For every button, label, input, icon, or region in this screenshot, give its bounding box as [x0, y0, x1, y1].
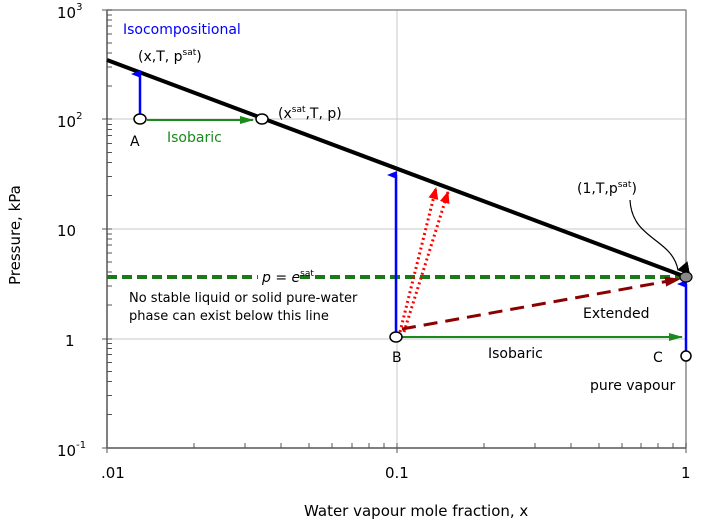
label-isobaric-bottom: Isobaric — [488, 346, 543, 362]
x-axis-label: Water vapour mole fraction, x — [304, 502, 528, 520]
y-tick-1000: 103 — [57, 2, 82, 22]
label-extended: Extended — [583, 306, 650, 322]
point-b — [389, 331, 403, 343]
x-tick-0-1: 0.1 — [385, 464, 409, 482]
label-pure-vapour: pure vapour — [590, 378, 675, 394]
x-tick-0-01: .01 — [101, 464, 125, 482]
point-saturated-pure — [679, 271, 693, 283]
saturation-line — [106, 58, 687, 279]
y-tick-1: 1 — [65, 332, 75, 350]
label-note-line-1: No stable liquid or solid pure-water — [129, 291, 358, 306]
point-c — [680, 350, 692, 362]
y-axis-label: Pressure, kPa — [6, 185, 24, 285]
plot-area — [102, 9, 687, 453]
y-tick-0-1: 10-1 — [57, 440, 86, 460]
label-x-t-psat: (x,T, psat) — [138, 48, 202, 65]
label-isobaric-top: Isobaric — [167, 130, 222, 146]
y-ticks — [102, 9, 112, 449]
extended-arrow — [401, 276, 681, 331]
point-xsat — [255, 113, 269, 125]
point-a — [133, 113, 147, 125]
label-xsat-t-p: (xsat,T, p) — [278, 105, 342, 122]
label-b: B — [392, 350, 402, 366]
label-c: C — [653, 350, 663, 366]
label-note-line-2: phase can exist below this line — [129, 309, 329, 324]
label-p-esat: p = esat — [261, 269, 314, 286]
callout-arrow — [629, 199, 691, 275]
label-isocompositional: Isocompositional — [123, 22, 241, 38]
y-tick-100: 102 — [57, 111, 82, 131]
x-tick-1: 1 — [681, 464, 691, 482]
label-a: A — [130, 134, 140, 150]
x-ticks — [106, 443, 687, 453]
y-tick-10: 10 — [57, 222, 76, 240]
label-1-t-psat: (1,T,psat) — [577, 180, 637, 197]
